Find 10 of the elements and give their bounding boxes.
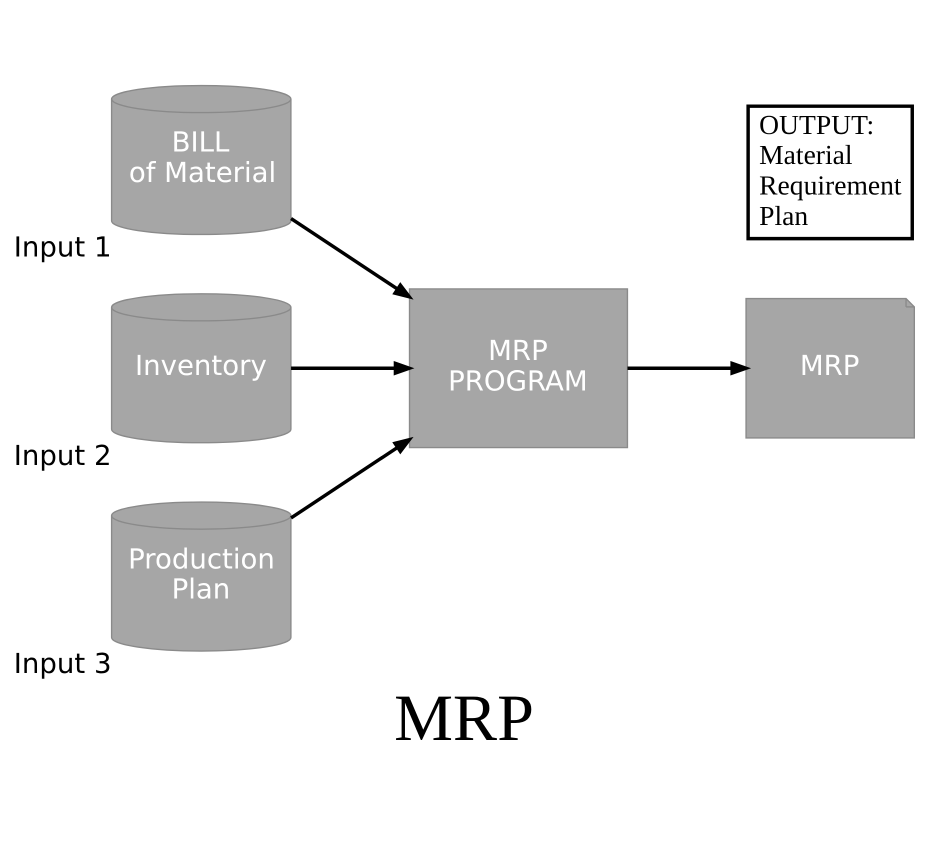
node-box: OUTPUT: Material Requirement Plan (746, 104, 914, 240)
node-label: Input 3 (14, 647, 112, 680)
arrow (291, 361, 414, 376)
arrow (290, 436, 414, 520)
arrow (627, 361, 752, 376)
diagram-title: MRP (394, 682, 534, 755)
node-box: MRP PROGRAM (408, 288, 628, 448)
arrow (290, 217, 414, 300)
node-label: Input 1 (14, 230, 112, 264)
node-label: Input 2 (14, 438, 112, 472)
